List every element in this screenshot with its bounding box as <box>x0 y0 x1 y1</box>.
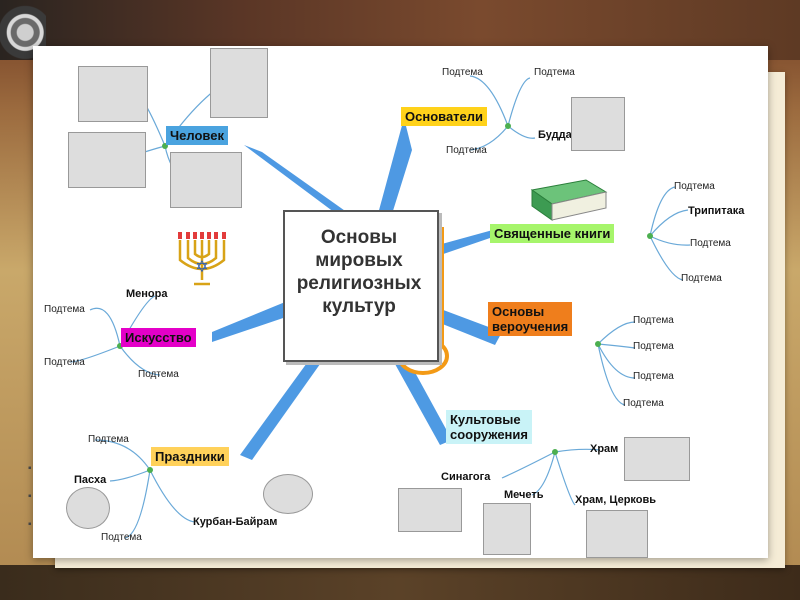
center-topic[interactable]: Основы мировых религиозных культур <box>283 226 435 318</box>
branch-iskusstvo[interactable]: Искусство <box>121 328 196 347</box>
photo-placeholder <box>78 66 148 122</box>
book-icon <box>528 176 610 222</box>
branch-knigi[interactable]: Священные книги <box>490 224 614 243</box>
subtopic-budda[interactable]: Будда <box>538 129 572 141</box>
subtopic[interactable]: Подтема <box>44 304 85 315</box>
photo-placeholder <box>586 510 648 558</box>
subtopic-hram[interactable]: Храм <box>590 443 618 455</box>
menorah-icon: ✡ <box>172 232 232 290</box>
subtopic-pasha[interactable]: Пасха <box>74 474 106 486</box>
subtopic[interactable]: Подтема <box>138 369 179 380</box>
center-line: Основы <box>283 226 435 249</box>
branch-prazdniki[interactable]: Праздники <box>151 447 229 466</box>
branch-osnovateli[interactable]: Основатели <box>401 107 487 126</box>
center-line: религиозных <box>283 272 435 295</box>
photo-placeholder <box>210 48 268 118</box>
center-line: мировых <box>283 249 435 272</box>
subtopic[interactable]: Подтема <box>633 371 674 382</box>
subtopic-menora[interactable]: Менора <box>126 288 167 300</box>
photo-placeholder <box>170 152 242 208</box>
photo-placeholder <box>483 503 531 555</box>
branch-veroucheniya[interactable]: Основы вероучения <box>488 302 572 336</box>
subtopic[interactable]: Подтема <box>633 315 674 326</box>
subtopic[interactable]: Подтема <box>633 341 674 352</box>
subtopic[interactable]: Подтема <box>623 398 664 409</box>
photo-placeholder <box>263 474 313 514</box>
subtopic[interactable]: Подтема <box>534 67 575 78</box>
subtopic[interactable]: Подтема <box>88 434 129 445</box>
branch-line: сооружения <box>450 427 528 442</box>
photo-placeholder <box>398 488 462 532</box>
svg-text:✡: ✡ <box>195 259 208 276</box>
side-marks: ▪▪▪ <box>28 455 32 539</box>
center-line: культур <box>283 295 435 318</box>
subtopic-hram-cerkov[interactable]: Храм, Церковь <box>575 494 656 506</box>
subtopic[interactable]: Подтема <box>44 357 85 368</box>
branch-line: Основы <box>492 304 568 319</box>
subtopic[interactable]: Подтема <box>442 67 483 78</box>
photo-placeholder <box>624 437 690 481</box>
subtopic[interactable]: Подтема <box>681 273 722 284</box>
subtopic-mechet[interactable]: Мечеть <box>504 489 544 501</box>
photo-placeholder <box>66 487 110 529</box>
subtopic[interactable]: Подтема <box>446 145 487 156</box>
subtopic-kurban[interactable]: Курбан-Байрам <box>193 516 277 528</box>
branch-line: Культовые <box>450 412 528 427</box>
photo-placeholder <box>571 97 625 151</box>
subtopic[interactable]: Подтема <box>690 238 731 249</box>
subtopic-tripitaka[interactable]: Трипитака <box>688 205 744 217</box>
subtopic[interactable]: Подтема <box>674 181 715 192</box>
branch-chelovek[interactable]: Человек <box>166 126 228 145</box>
branch-sooruzheniya[interactable]: Культовые сооружения <box>446 410 532 444</box>
subtopic-sinagoga[interactable]: Синагога <box>441 471 490 483</box>
subtopic[interactable]: Подтема <box>101 532 142 543</box>
branch-line: вероучения <box>492 319 568 334</box>
photo-placeholder <box>68 132 146 188</box>
